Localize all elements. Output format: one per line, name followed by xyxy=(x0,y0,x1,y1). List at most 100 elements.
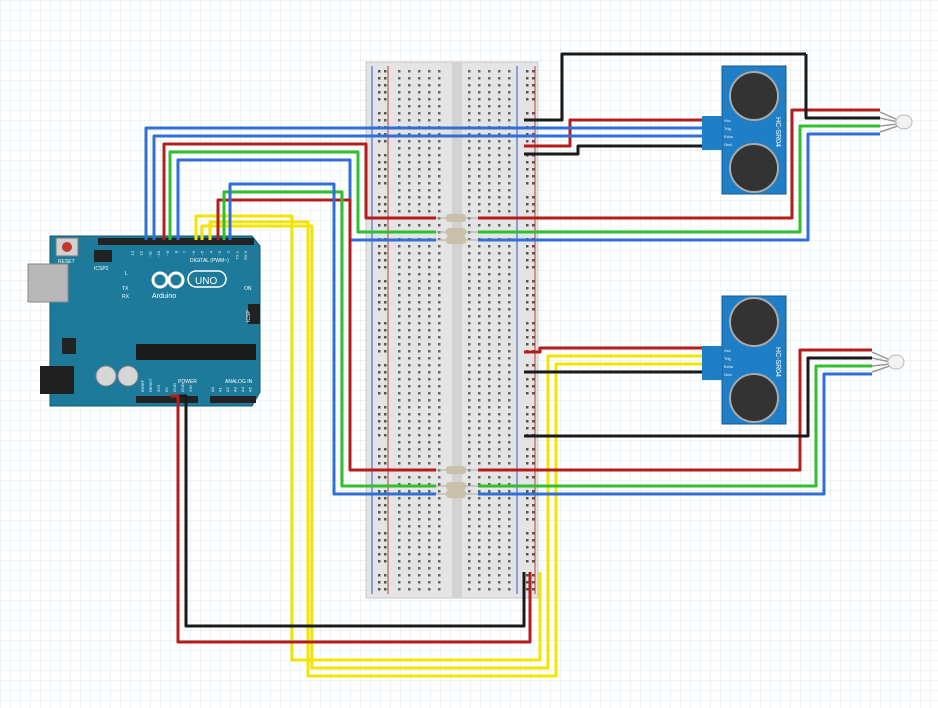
arduino-uno[interactable]: RESET ICSP2 DIGITAL (PWM~) UNO Arduino L… xyxy=(27,235,261,407)
breadboard-hole xyxy=(488,329,491,332)
resistor[interactable] xyxy=(436,482,478,490)
breadboard-hole xyxy=(526,210,529,213)
resistor[interactable] xyxy=(436,236,478,244)
wire-blue[interactable] xyxy=(478,372,872,496)
wire-black[interactable] xyxy=(804,54,880,120)
breadboard-hole xyxy=(408,203,411,206)
wire-yellow[interactable] xyxy=(194,214,542,662)
breadboard-hole xyxy=(384,392,387,395)
wire-green[interactable] xyxy=(478,124,880,234)
rgb-led-2[interactable] xyxy=(871,351,905,373)
breadboard-hole xyxy=(384,245,387,248)
ultrasonic-sensor-2[interactable]: HC-SR04 Vcc Trig Echo Gnd xyxy=(702,295,787,425)
breadboard-hole xyxy=(418,147,421,150)
breadboard-hole xyxy=(438,581,441,584)
wire-yellow[interactable] xyxy=(200,224,702,670)
wire-black[interactable] xyxy=(524,144,702,156)
breadboard-hole xyxy=(526,448,529,451)
breadboard-hole xyxy=(532,84,535,87)
breadboard-hole xyxy=(398,441,401,444)
breadboard-hole xyxy=(532,301,535,304)
wire-red[interactable] xyxy=(478,108,880,220)
breadboard-hole xyxy=(398,497,401,500)
breadboard-hole xyxy=(526,70,529,73)
wire-green[interactable] xyxy=(478,364,872,488)
breadboard-hole xyxy=(498,196,501,199)
ultrasonic-sensor-1[interactable]: HC-SR04 Vcc Trig Echo Gnd xyxy=(702,65,787,195)
breadboard-hole xyxy=(418,105,421,108)
breadboard-hole xyxy=(498,455,501,458)
wire-red[interactable] xyxy=(170,394,532,644)
wire-red[interactable] xyxy=(524,346,702,354)
breadboard-hole xyxy=(498,210,501,213)
wire-blue[interactable] xyxy=(478,132,880,242)
wire-red[interactable] xyxy=(216,198,436,472)
breadboard-hole xyxy=(384,497,387,500)
breadboard-hole xyxy=(418,203,421,206)
breadboard-hole xyxy=(428,154,431,157)
wire-green[interactable] xyxy=(168,150,436,240)
breadboard-hole xyxy=(398,161,401,164)
wire-green[interactable] xyxy=(222,190,436,488)
wire-red[interactable] xyxy=(478,348,872,472)
analog-pin-label: A1 xyxy=(218,386,223,392)
resistor[interactable] xyxy=(436,490,478,498)
breadboard-hole xyxy=(398,406,401,409)
breadboard-hole xyxy=(498,434,501,437)
breadboard-hole xyxy=(478,539,481,542)
wire-black[interactable] xyxy=(524,52,806,122)
resistor[interactable] xyxy=(436,228,478,236)
wire-blue[interactable] xyxy=(152,134,702,240)
breadboard[interactable] xyxy=(365,61,539,599)
breadboard-hole xyxy=(438,182,441,185)
breadboard-hole xyxy=(526,511,529,514)
breadboard-hole xyxy=(398,175,401,178)
resistor[interactable] xyxy=(436,214,478,222)
breadboard-hole xyxy=(508,357,511,360)
wire-blue[interactable] xyxy=(176,158,436,242)
breadboard-hole xyxy=(378,553,381,556)
rgb-led-1[interactable] xyxy=(879,111,913,133)
breadboard-hole xyxy=(478,161,481,164)
resistor[interactable] xyxy=(436,466,478,474)
breadboard-hole xyxy=(418,539,421,542)
capacitor xyxy=(117,365,139,387)
wire-black[interactable] xyxy=(178,394,526,628)
breadboard-hole xyxy=(418,210,421,213)
breadboard-hole xyxy=(428,252,431,255)
breadboard-hole xyxy=(526,560,529,563)
breadboard-hole xyxy=(418,315,421,318)
wire-black[interactable] xyxy=(524,356,872,438)
breadboard-hole xyxy=(378,175,381,178)
breadboard-hole xyxy=(508,399,511,402)
breadboard-hole xyxy=(508,371,511,374)
breadboard-hole xyxy=(438,546,441,549)
breadboard-hole xyxy=(478,448,481,451)
wire-red[interactable] xyxy=(524,118,702,148)
breadboard-hole xyxy=(532,378,535,381)
wire-yellow[interactable] xyxy=(208,220,702,678)
breadboard-hole xyxy=(428,105,431,108)
uno-label: UNO xyxy=(195,276,217,287)
breadboard-hole xyxy=(438,483,441,486)
wire-blue[interactable] xyxy=(228,182,436,496)
breadboard-hole xyxy=(478,182,481,185)
breadboard-hole xyxy=(498,140,501,143)
breadboard-hole xyxy=(468,525,471,528)
breadboard-hole xyxy=(508,266,511,269)
breadboard-hole xyxy=(428,511,431,514)
breadboard-hole xyxy=(408,378,411,381)
breadboard-hole xyxy=(378,196,381,199)
breadboard-hole xyxy=(526,266,529,269)
breadboard-hole xyxy=(438,280,441,283)
breadboard-hole xyxy=(488,196,491,199)
wire-blue[interactable] xyxy=(144,126,702,240)
digital-pin-label: ~5 xyxy=(200,250,205,255)
breadboard-hole xyxy=(488,98,491,101)
breadboard-hole xyxy=(488,133,491,136)
breadboard-hole xyxy=(428,98,431,101)
power-pin-label: VIN xyxy=(188,385,193,392)
reset-button[interactable] xyxy=(62,242,72,252)
wire-red[interactable] xyxy=(162,142,436,240)
